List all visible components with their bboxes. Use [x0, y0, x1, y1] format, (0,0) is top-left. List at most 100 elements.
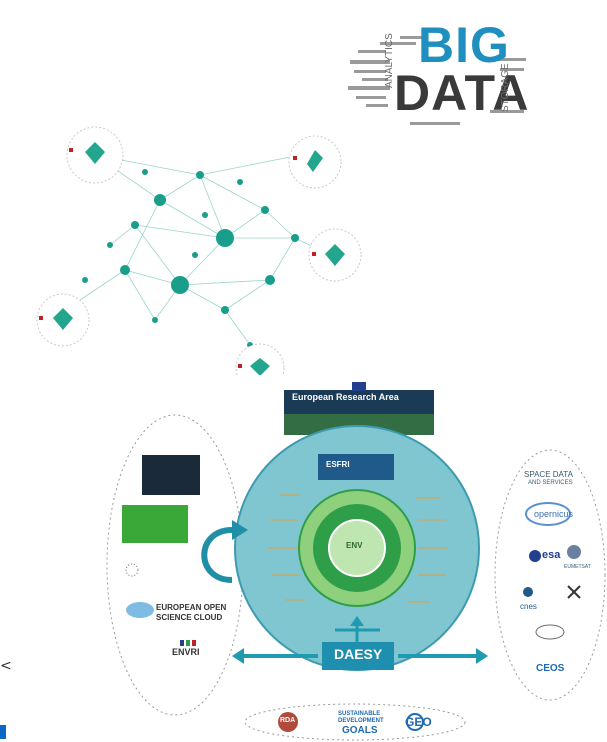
- network-node: [237, 179, 243, 185]
- badge-top-right: [288, 135, 342, 189]
- esfri-panel: [318, 454, 394, 480]
- sdg-line1: SUSTAINABLE: [338, 711, 381, 717]
- eosc-line2: SCIENCE CLOUD: [156, 613, 223, 622]
- arrow-left-head: [232, 648, 244, 664]
- network-node: [142, 169, 148, 175]
- rda-label: RDA: [280, 717, 296, 724]
- badge-top-left: [66, 126, 124, 184]
- geo-label: GEO: [405, 715, 432, 729]
- rda-logo: [278, 712, 298, 732]
- cloud-word-bar: [348, 86, 390, 90]
- network-node: [265, 275, 275, 285]
- cloud-word-bar: [490, 110, 524, 113]
- network-node: [154, 194, 166, 206]
- cloud-word-bar: [500, 68, 524, 71]
- envri-dot: [192, 640, 196, 646]
- cycle-arrow-head: [232, 520, 248, 540]
- network-node: [107, 242, 113, 248]
- badge-flag: [238, 364, 242, 368]
- badge-emblem: [250, 358, 270, 375]
- network-node: [221, 306, 229, 314]
- badge-flag: [69, 148, 73, 152]
- badge-flag: [312, 252, 316, 256]
- cloud-word-bar: [496, 58, 526, 61]
- network-edges: [64, 154, 331, 361]
- esa-logo-dot: [529, 550, 541, 562]
- network-node: [82, 277, 88, 283]
- geo-logo-ring: [406, 713, 424, 731]
- network-node-large: [216, 229, 234, 247]
- badge-flag: [39, 316, 43, 320]
- word-cloud-decor: [348, 36, 526, 125]
- envri-dot: [186, 640, 190, 646]
- network-node: [196, 171, 204, 179]
- copernicus-label: opernicus: [534, 509, 574, 519]
- network-node-large: [171, 276, 189, 294]
- badge-left: [36, 293, 90, 347]
- big-data-word-cloud: BIG DATA ANALYTICS STORAGE: [340, 18, 540, 133]
- blue-accent-mark: [0, 725, 6, 739]
- agency-logo: [535, 624, 565, 640]
- network-diagram: [36, 126, 362, 375]
- cloud-word-bar: [358, 50, 386, 53]
- sdg-line2: DEVELOPMENT: [338, 718, 384, 724]
- ri-label-lines: [268, 494, 448, 603]
- cnes-label: cnes: [520, 602, 537, 611]
- space-data-title-1: SPACE DATA: [524, 470, 573, 479]
- bottom-initiatives-ellipse: [244, 703, 466, 741]
- cnes-logo: [523, 587, 533, 597]
- env-label: ENV: [346, 541, 363, 550]
- badge-emblem: [85, 142, 105, 164]
- eumetsat-label: EUMETSAT: [564, 564, 591, 570]
- network-node: [261, 206, 269, 214]
- network-node: [291, 234, 299, 242]
- arrow-up-head: [350, 616, 364, 626]
- cloud-word-bar: [410, 122, 460, 125]
- ceos-label: CEOS: [536, 663, 565, 674]
- analytics-word: ANALYTICS: [384, 33, 395, 88]
- network-node: [120, 265, 130, 275]
- space-data-title-2: AND SERVICES: [528, 480, 573, 486]
- left-thumbnail-dark: [142, 455, 200, 495]
- cloud-word-bar: [350, 60, 390, 64]
- esa-label: esa: [542, 549, 561, 561]
- era-title: European Research Area: [292, 392, 399, 402]
- badge-right: [308, 228, 362, 282]
- arrow-right-head: [476, 648, 488, 664]
- esfri-label: ESFRI: [326, 460, 350, 469]
- eosc-line1: EUROPEAN OPEN: [156, 603, 227, 612]
- badge-bottom: [235, 343, 285, 375]
- badge-emblem: [325, 244, 345, 266]
- dlr-logo: [567, 585, 581, 599]
- cloud-word-bar: [400, 36, 422, 39]
- cloud-word-bar: [362, 78, 388, 81]
- daesy-label: DAESY: [334, 646, 383, 662]
- sdg-line3: GOALS: [342, 725, 378, 736]
- left-thumbnail-green: [122, 505, 188, 543]
- left-logo-circle: [125, 563, 139, 577]
- cloud-word-bar: [354, 70, 386, 73]
- badge-emblem: [53, 308, 73, 330]
- framework-diagram: <: [0, 382, 606, 741]
- eosc-cloud-icon: [126, 602, 154, 618]
- eu-flag-icon: [352, 382, 366, 391]
- data-word: DATA: [394, 65, 530, 121]
- storage-word: STORAGE: [500, 63, 511, 112]
- eumetsat-logo: [567, 545, 581, 559]
- network-node: [202, 212, 208, 218]
- network-nodes: [82, 169, 299, 348]
- badge-emblem: [307, 150, 323, 172]
- cloud-word-bar: [366, 104, 388, 107]
- cloud-word-bar: [380, 42, 416, 45]
- network-node: [152, 317, 158, 323]
- right-space-ellipse: [494, 449, 606, 701]
- daesy-box: [322, 642, 394, 670]
- copernicus-logo: [525, 502, 571, 526]
- cloud-word-bar: [356, 96, 386, 99]
- env-core: [328, 519, 386, 577]
- edge-glyph: <: [0, 658, 12, 674]
- cycle-arrow: [201, 527, 233, 583]
- envri-dot: [180, 640, 184, 646]
- envri-label: ENVRI: [172, 647, 200, 657]
